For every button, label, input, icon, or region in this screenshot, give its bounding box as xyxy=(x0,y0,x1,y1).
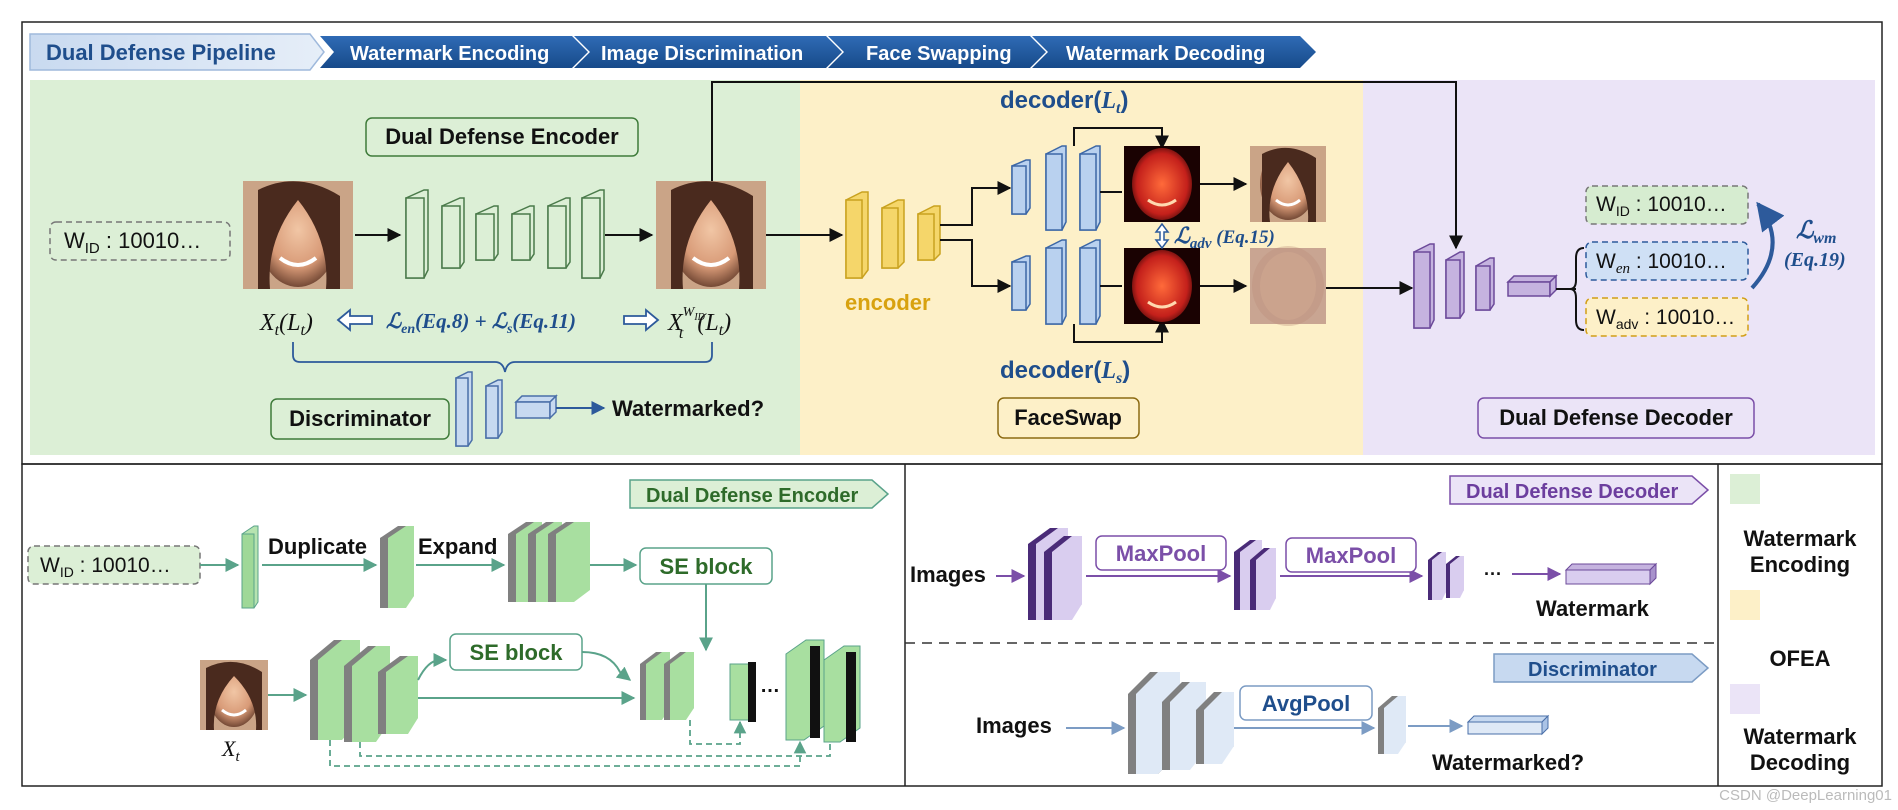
watermarked-question-top: Watermarked? xyxy=(612,396,764,421)
bl-conv-stack xyxy=(310,640,418,742)
faceswap-encoder xyxy=(845,191,941,279)
out-wadv-box: Wadv : 10010… xyxy=(1596,306,1735,332)
bm-avgpool: AvgPool xyxy=(1262,691,1350,716)
bm-ellipsis: ··· xyxy=(1484,564,1502,584)
bm-watermark: Watermark xyxy=(1536,596,1650,621)
legend-swatch-encoding xyxy=(1730,474,1760,504)
bm-watermark-vector xyxy=(1564,562,1658,586)
pipeline-title: Dual Defense Pipeline xyxy=(46,40,276,65)
bl-duplicate-layer xyxy=(241,525,259,609)
legend-swatch-ofea xyxy=(1730,590,1760,620)
wm-loss-eq: (Eq.19) xyxy=(1784,249,1846,271)
bl-xt-image xyxy=(200,660,268,730)
bottom-frame xyxy=(21,463,1883,787)
adversarial-face-bottom xyxy=(1124,248,1200,324)
decoder-lt-layers xyxy=(1011,145,1101,231)
bl-wid-box: WID : 10010… xyxy=(40,554,171,580)
swapped-face-blurred xyxy=(1250,246,1326,326)
out-wen-box: Wen : 10010… xyxy=(1596,250,1727,277)
face-source-image xyxy=(243,181,353,289)
bl-expanded-stack xyxy=(508,522,590,602)
bm-watermarked-question: Watermarked? xyxy=(1432,750,1584,775)
bm-decoder-tag: Dual Defense Decoder xyxy=(1466,481,1679,503)
pipeline-step-4: Watermark Decoding xyxy=(1066,43,1265,65)
bm-disc-stack xyxy=(1128,672,1234,774)
wid-input-box: WID : 10010… xyxy=(64,228,201,257)
out-wid-box: WID : 10010… xyxy=(1596,193,1727,219)
encoder-layers xyxy=(405,189,605,279)
bm-dec-stack-2 xyxy=(1234,540,1276,610)
face-watermarked-image xyxy=(656,181,766,289)
pipeline-banner xyxy=(29,33,1316,71)
swapped-face-clear xyxy=(1250,146,1326,222)
bm-disc-tag: Discriminator xyxy=(1528,659,1657,681)
bm-images-1: Images xyxy=(910,562,986,587)
bl-se-block-2: SE block xyxy=(470,640,564,665)
discriminator-layers xyxy=(455,371,558,447)
pipeline-step-3: Face Swapping xyxy=(866,43,1012,65)
bl-xt-label: Xt xyxy=(221,736,240,765)
bm-disc-output xyxy=(1466,714,1550,736)
wm-loss: ℒwm xyxy=(1796,218,1836,247)
pipeline-step-1: Watermark Encoding xyxy=(350,43,549,65)
bl-se-block-1: SE block xyxy=(660,554,754,579)
bl-duplicate: Duplicate xyxy=(268,534,367,559)
bm-dec-stack-1 xyxy=(1028,528,1082,620)
bl-encoder-tag: Dual Defense Encoder xyxy=(646,485,859,507)
legend-swatch-decoding xyxy=(1730,684,1760,714)
faceswap-title: FaceSwap xyxy=(1014,405,1122,430)
bl-mid-stack xyxy=(640,652,694,720)
decoder-title: Dual Defense Decoder xyxy=(1499,405,1733,430)
watermark-credit: CSDN @DeepLearning01 xyxy=(1719,787,1892,804)
bm-disc-small xyxy=(1378,696,1406,754)
adv-loss: ℒadv (Eq.15) xyxy=(1174,223,1275,252)
decoder-lt-label: decoder(Lt) xyxy=(1000,87,1128,117)
legend-label-encoding-1: Watermark xyxy=(1744,526,1858,551)
bm-dec-stack-3 xyxy=(1428,552,1464,600)
bm-maxpool-2: MaxPool xyxy=(1306,543,1396,568)
legend-label-encoding-2: Encoding xyxy=(1750,552,1850,577)
encoder-title: Dual Defense Encoder xyxy=(385,124,619,149)
bl-expand-layer xyxy=(380,526,414,608)
bl-expand: Expand xyxy=(418,534,497,559)
discriminator-title: Discriminator xyxy=(289,406,431,431)
legend-label-decoding-2: Decoding xyxy=(1750,750,1850,775)
bm-images-2: Images xyxy=(976,713,1052,738)
encoder-loss: ℒen(Eq.8) + ℒs(Eq.11) xyxy=(386,309,576,337)
bl-concat-layer xyxy=(729,662,756,722)
decoder-ls-label: decoder(Ls) xyxy=(1000,357,1130,387)
xt-label: Xt(Lt) xyxy=(259,310,313,339)
legend-label-decoding-1: Watermark xyxy=(1744,724,1858,749)
adversarial-face-top xyxy=(1124,146,1200,222)
encoder-label: encoder xyxy=(845,290,931,315)
bl-ellipsis: … xyxy=(760,675,780,697)
decoder-layers xyxy=(1413,243,1558,329)
bl-output-stack xyxy=(785,639,861,743)
legend-label-ofea: OFEA xyxy=(1769,646,1830,671)
bm-maxpool-1: MaxPool xyxy=(1116,541,1206,566)
pipeline-step-2: Image Discrimination xyxy=(601,43,803,65)
decoder-ls-layers xyxy=(1011,239,1101,325)
